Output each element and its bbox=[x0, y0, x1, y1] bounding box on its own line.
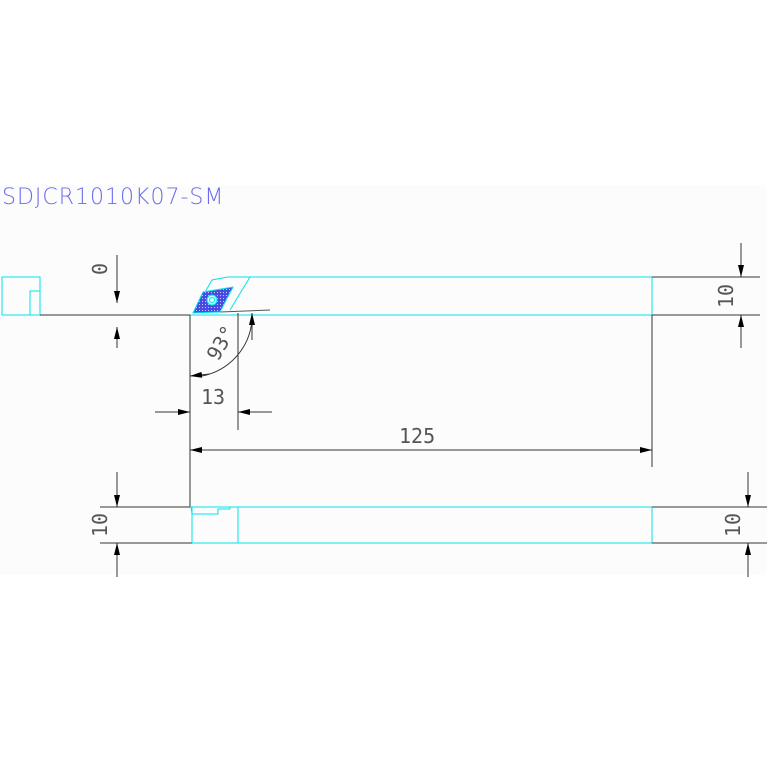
height-bottom-left-dimension: 10 bbox=[88, 472, 120, 577]
head-width-dimension: 13 bbox=[155, 385, 272, 415]
drawing-title: SDJCR1010K07-SM bbox=[2, 185, 225, 210]
head-width-label: 13 bbox=[201, 385, 225, 409]
offset-dimension: 0 bbox=[88, 255, 120, 348]
height-bottom-right-label: 10 bbox=[721, 513, 745, 537]
left-holder-block bbox=[1, 276, 41, 316]
top-view bbox=[1, 276, 760, 316]
height-bottom-right-dimension: 10 bbox=[721, 472, 751, 577]
height-bottom-left-label: 10 bbox=[88, 513, 112, 537]
height-top-label: 10 bbox=[714, 284, 738, 308]
offset-label: 0 bbox=[88, 263, 112, 275]
insert-screw-hole bbox=[206, 294, 218, 306]
drawing-background bbox=[0, 185, 767, 575]
length-dimension: 125 bbox=[190, 315, 653, 467]
height-top-dimension: 10 bbox=[714, 243, 744, 348]
length-label: 125 bbox=[399, 424, 435, 448]
